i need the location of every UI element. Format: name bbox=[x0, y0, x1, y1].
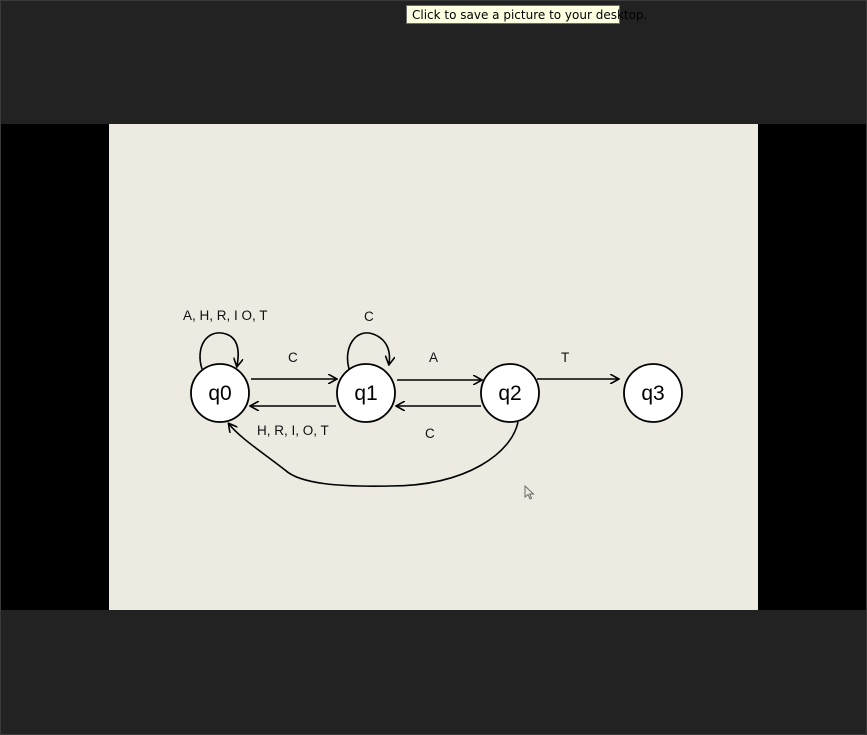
state-q0-label: q0 bbox=[208, 382, 231, 405]
q2-to-q0-curve-arrow bbox=[229, 421, 519, 487]
state-q2 bbox=[480, 363, 540, 423]
state-q2-label: q2 bbox=[498, 382, 521, 405]
state-q1 bbox=[336, 363, 396, 423]
save-picture-tooltip: Click to save a picture to your desktop. bbox=[406, 5, 647, 24]
q0-self-loop-arrow bbox=[199, 332, 238, 370]
state-q3 bbox=[623, 363, 683, 423]
state-q3-label: q3 bbox=[641, 382, 664, 405]
q1-to-q2-label: A bbox=[429, 350, 438, 365]
q0-self-loop-label: A, H, R, I O, T bbox=[183, 308, 268, 323]
q2-to-q1-label: C bbox=[425, 426, 435, 441]
state-q1-label: q1 bbox=[354, 382, 377, 405]
q1-self-loop-arrow bbox=[346, 332, 390, 370]
viewer-bottom-bar bbox=[0, 610, 867, 735]
q0-to-q1-label: C bbox=[288, 350, 298, 365]
q1-to-q0-label: H, R, I, O, T bbox=[257, 423, 329, 438]
q1-self-loop-label: C bbox=[364, 309, 374, 324]
mouse-pointer-icon bbox=[524, 485, 535, 500]
q2-to-q3-label: T bbox=[561, 350, 569, 365]
state-q0 bbox=[190, 363, 250, 423]
